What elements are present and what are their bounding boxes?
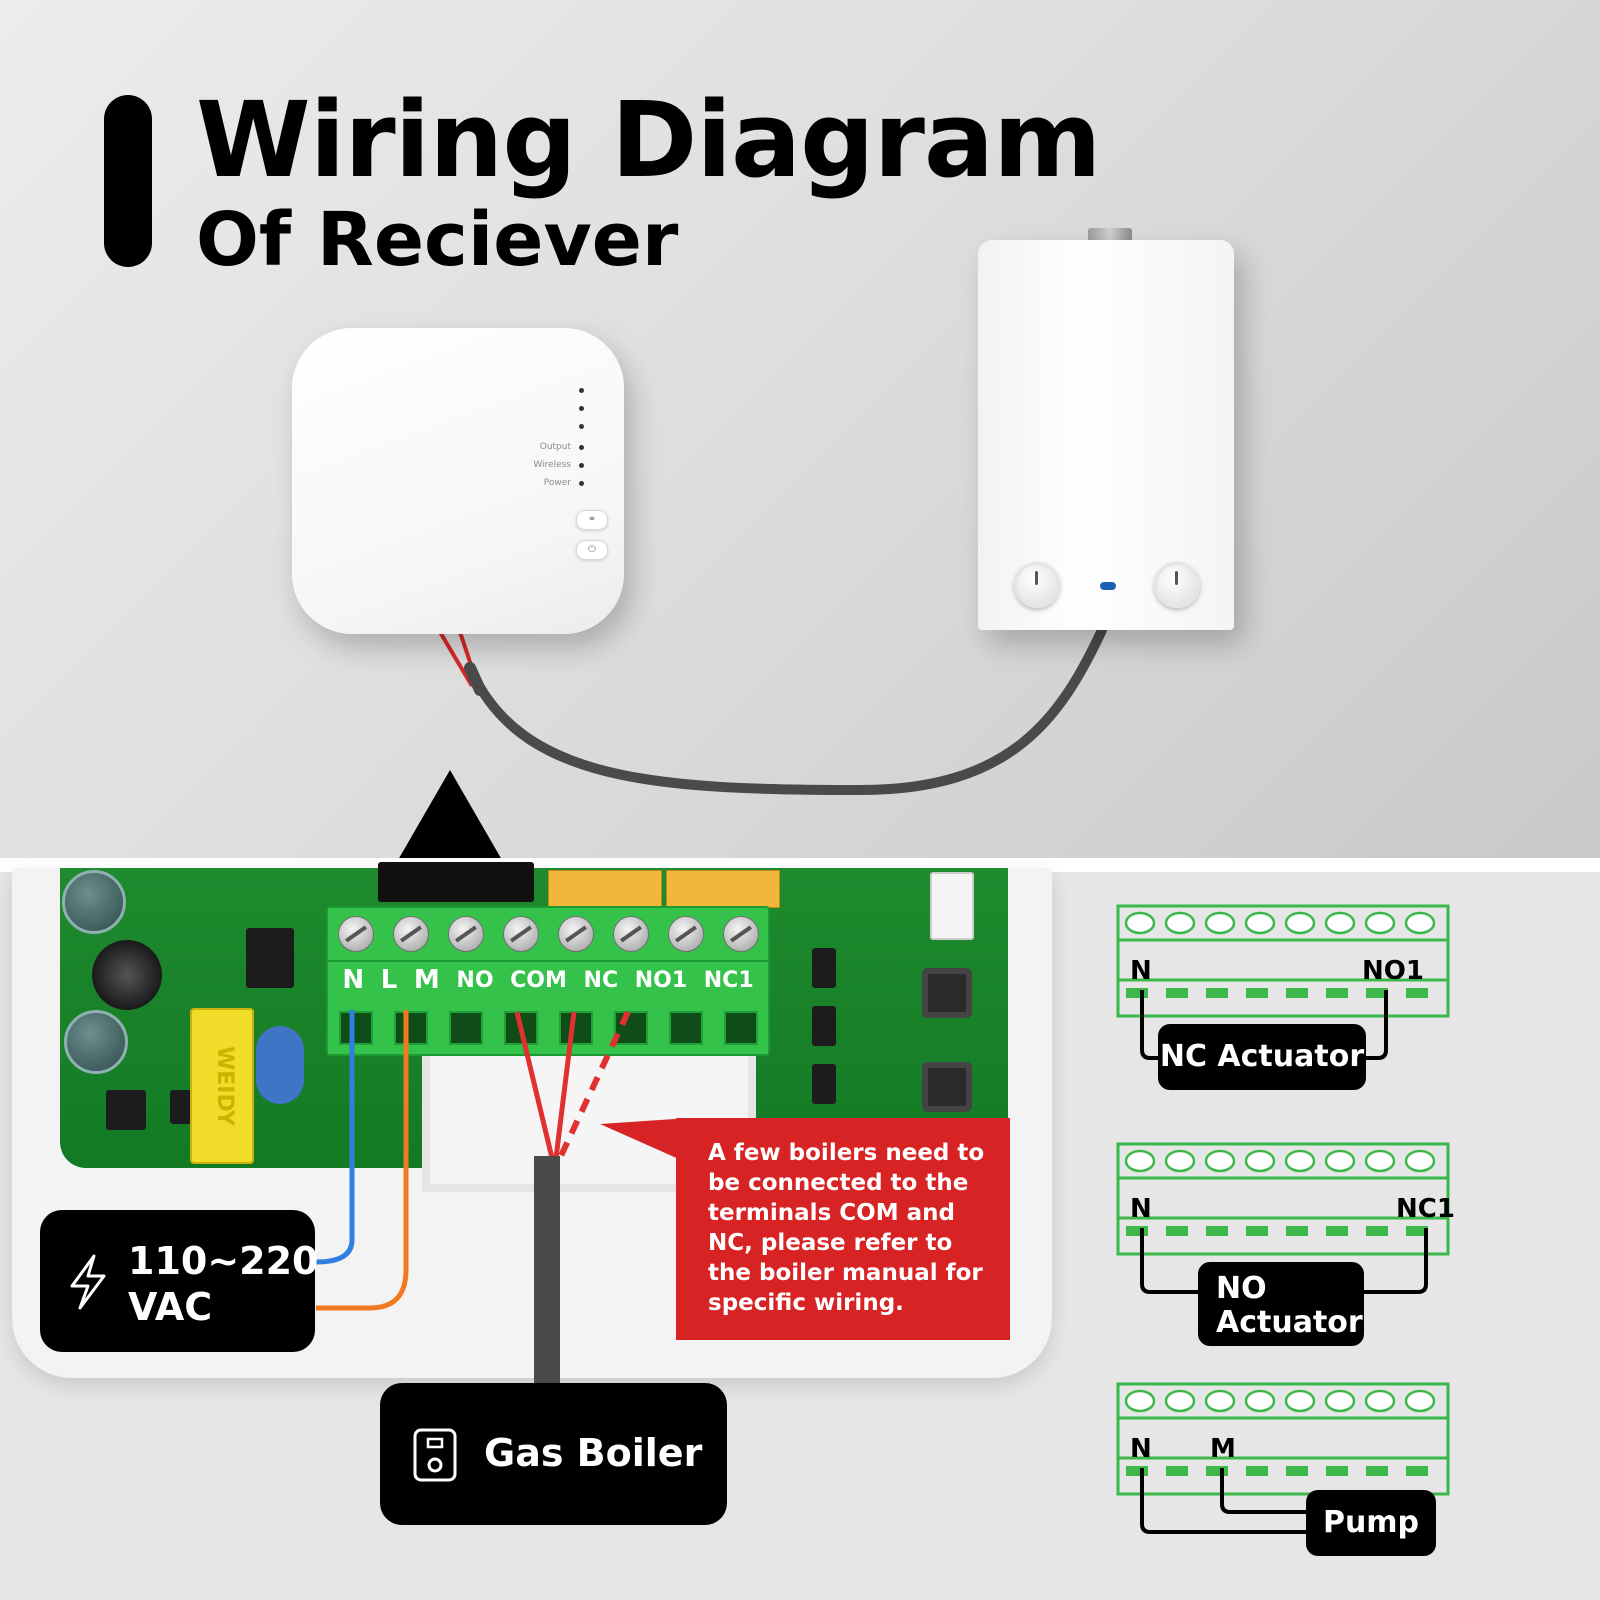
screw-no	[502, 916, 539, 952]
transistor-q2	[812, 1006, 836, 1046]
note-line-1: A few boilers need to	[708, 1140, 985, 1166]
gas-boiler-text: Gas Boiler	[484, 1431, 703, 1475]
nc-actuator-tag: NC Actuator	[1158, 1024, 1366, 1090]
screw-n	[337, 916, 374, 952]
boiler-indicator-light	[1100, 582, 1116, 590]
relay-2	[666, 870, 780, 908]
gas-boiler-unit	[978, 240, 1234, 630]
terminal-label-no: NO	[456, 967, 494, 993]
terminal-block: N L M NO COM NC NO1 NC1	[326, 906, 770, 1056]
led-power: Power	[544, 478, 584, 488]
pair-button[interactable]: ⚭	[576, 510, 608, 530]
screw-nc	[612, 916, 649, 952]
transistor-q3	[812, 948, 836, 988]
transistor-q1	[812, 1064, 836, 1104]
mini3-left-terminal: N	[1130, 1434, 1152, 1464]
hole-n	[338, 1011, 373, 1045]
boiler-knob-right	[1154, 562, 1200, 608]
terminal-screws	[328, 908, 768, 962]
pcb-switch-1	[922, 968, 972, 1018]
inductor	[92, 940, 162, 1010]
capacitor-1	[62, 870, 126, 934]
hole-com	[558, 1011, 593, 1045]
no-actuator-tag: NO Actuator	[1198, 1262, 1364, 1346]
receiver-unit: Output Wireless Power ⚭ ⏻	[292, 328, 624, 634]
boiler-icon	[413, 1428, 457, 1482]
led-3	[571, 424, 584, 429]
led-1	[571, 388, 584, 393]
x2-capacitor: WEIDY	[190, 1008, 254, 1164]
terminal-label-nc: NC	[583, 967, 619, 993]
screw-l	[392, 916, 429, 952]
power-button[interactable]: ⏻	[576, 540, 608, 560]
no-actuator-line1: NO	[1216, 1271, 1267, 1306]
boiler-pipe	[1088, 228, 1132, 242]
mini2-left-terminal: N	[1130, 1194, 1152, 1224]
terminal-label-com: COM	[510, 967, 567, 993]
receiver-boiler-cable	[398, 625, 1107, 860]
screw-nc1	[722, 916, 759, 952]
top-photo-area	[0, 0, 1600, 858]
pcb-switch-2	[922, 1062, 972, 1112]
terminal-label-l: L	[380, 965, 398, 995]
dip-switch	[930, 872, 974, 940]
hole-no	[503, 1011, 538, 1045]
mini1-left-terminal: N	[1130, 956, 1152, 986]
no-actuator-line2: Actuator	[1216, 1305, 1363, 1340]
terminal-label-m: M	[413, 965, 440, 995]
mini-diagram-2: N NC1	[1118, 1144, 1455, 1256]
resistor-chip	[170, 1090, 192, 1124]
mini-diagram-1: N NO1	[1118, 906, 1450, 1018]
hole-m	[448, 1011, 483, 1045]
screw-com	[557, 916, 594, 952]
note-line-6: specific wiring.	[708, 1290, 904, 1316]
note-line-2: be connected to the	[708, 1170, 969, 1196]
led-wireless: Wireless	[533, 460, 584, 470]
mini-diagram-3: N M	[1118, 1384, 1450, 1496]
fuse-chip	[246, 928, 294, 988]
hole-no1	[668, 1011, 703, 1045]
hole-nc	[613, 1011, 648, 1045]
mini2-right-terminal: NC1	[1396, 1194, 1455, 1224]
terminal-holes	[328, 1006, 768, 1050]
note-line-5: the boiler manual for	[708, 1260, 983, 1286]
title-accent-bar	[104, 95, 152, 267]
wiring-note: A few boilers need to be connected to th…	[676, 1118, 1010, 1340]
terminal-label-n: N	[342, 965, 365, 995]
mini3-right-terminal: M	[1210, 1434, 1236, 1464]
main-chip	[378, 862, 534, 902]
terminal-label-no1: NO1	[634, 967, 688, 993]
capacitor-2	[64, 1010, 128, 1074]
voltage-label: 110~220 VAC	[40, 1210, 319, 1352]
hole-l	[393, 1011, 428, 1045]
page-subtitle: Of Reciever	[196, 197, 679, 283]
page-title: Wiring Diagram	[196, 79, 1101, 201]
varistor	[256, 1026, 304, 1104]
boiler-knob-left	[1014, 562, 1060, 608]
pump-tag: Pump	[1306, 1490, 1436, 1556]
led-output: Output	[540, 442, 584, 452]
mini1-right-terminal: NO1	[1362, 956, 1424, 986]
bridge-chip	[106, 1090, 146, 1130]
hole-nc1	[723, 1011, 758, 1045]
lightning-bolt-icon	[70, 1254, 106, 1310]
screw-m	[447, 916, 484, 952]
relay-1	[548, 870, 662, 908]
led-2	[571, 406, 584, 411]
note-line-3: terminals COM and	[708, 1200, 955, 1226]
terminal-label-nc1: NC1	[703, 967, 754, 993]
screw-no1	[667, 916, 704, 952]
note-line-4: NC, please refer to	[708, 1230, 953, 1256]
gas-boiler-label: Gas Boiler	[380, 1383, 727, 1525]
terminal-labels: N L M NO COM NC NO1 NC1	[334, 960, 762, 1000]
voltage-text: 110~220 VAC	[128, 1239, 319, 1329]
